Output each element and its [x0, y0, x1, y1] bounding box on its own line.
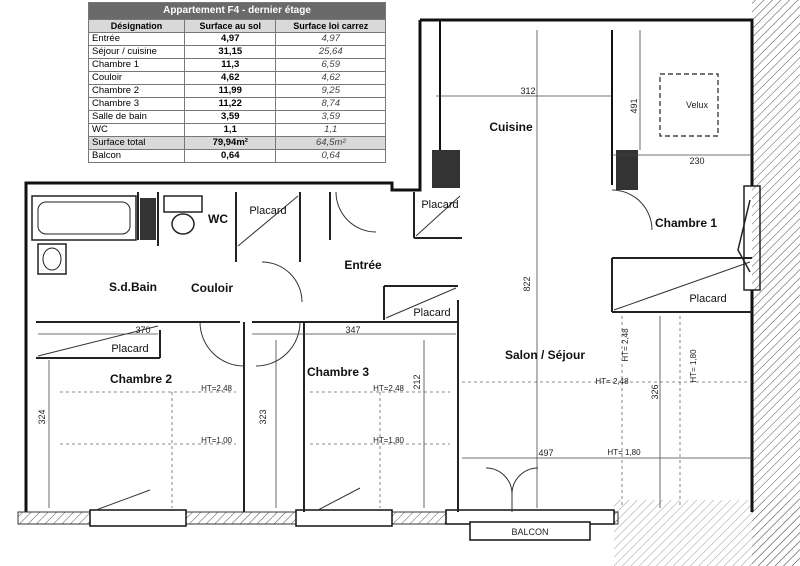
- row-surface-sol: 4,62: [184, 71, 277, 85]
- dim-323: 323: [258, 409, 268, 424]
- row-surface-carrez: 4,62: [275, 71, 386, 85]
- toilet: [163, 195, 203, 235]
- chimney-blocks: [140, 150, 638, 240]
- table-header: Surface au sol: [184, 19, 277, 33]
- height-lines: [60, 316, 752, 508]
- row-surface-sol: 1,1: [184, 123, 277, 137]
- dim-370: 370: [135, 325, 150, 335]
- table-header: Surface loi carrez: [275, 19, 386, 33]
- room-wc: WC: [208, 212, 228, 226]
- row-surface-carrez: 3,59: [275, 110, 386, 124]
- dim-312: 312: [520, 86, 535, 96]
- row-designation: Chambre 3: [87, 97, 186, 111]
- dim-324: 324: [37, 409, 47, 424]
- interior-walls: [36, 192, 752, 512]
- room-cuisine: Cuisine: [489, 120, 533, 134]
- balcon-label: BALCON: [511, 527, 548, 537]
- row-surface-sol: 11,3: [184, 58, 277, 72]
- room-entree: Entrée: [344, 258, 382, 272]
- row-surface-carrez: 0,64: [275, 149, 386, 163]
- row-designation: Couloir: [87, 71, 186, 85]
- bathtub: [31, 195, 137, 241]
- dim-230: 230: [689, 156, 704, 166]
- table-header: Désignation: [87, 19, 186, 33]
- row-surface-carrez: 4,97: [275, 32, 386, 46]
- dim-347: 347: [345, 325, 360, 335]
- dim-212: 212: [412, 374, 422, 389]
- placard-chambre-2: Placard: [111, 343, 148, 355]
- dim-491: 491: [629, 98, 639, 113]
- row-designation: Salle de bain: [87, 110, 186, 124]
- row-surface-sol: 79,94m²: [184, 136, 277, 150]
- placard-chambre-1: Placard: [689, 293, 726, 305]
- row-surface-carrez: 25,64: [275, 45, 386, 59]
- row-designation: WC: [87, 123, 186, 137]
- room-chambre-3: Chambre 3: [307, 365, 369, 379]
- room-chambre-1: Chambre 1: [655, 216, 717, 230]
- door-swings: [95, 189, 653, 512]
- sink: [37, 243, 67, 275]
- placard-cuisine: Placard: [421, 199, 458, 211]
- placard-diagonals: [37, 195, 751, 357]
- row-designation: Entrée: [87, 32, 186, 46]
- row-surface-sol: 11,99: [184, 84, 277, 98]
- ht-c3-180: HT=1,80: [373, 436, 404, 445]
- row-surface-carrez: 9,25: [275, 84, 386, 98]
- row-designation: Séjour / cuisine: [87, 45, 186, 59]
- placard-wc: Placard: [249, 205, 286, 217]
- row-surface-sol: 0,64: [184, 149, 277, 163]
- ht-chambre1-180: HT= 1,80: [689, 349, 698, 383]
- ht-c3-248: HT=2,48: [373, 384, 404, 393]
- velux-label: Velux: [686, 100, 709, 110]
- room-couloir: Couloir: [191, 281, 233, 295]
- row-designation: Chambre 1: [87, 58, 186, 72]
- row-designation: Chambre 2: [87, 84, 186, 98]
- room-chambre-2: Chambre 2: [110, 372, 172, 386]
- row-designation: Balcon: [87, 149, 186, 163]
- ht-salon-180: HT= 1,80: [607, 448, 641, 457]
- row-surface-sol: 11,22: [184, 97, 277, 111]
- ht-c2-248: HT=2,48: [201, 384, 232, 393]
- ht-salon-248: HT= 2,48: [595, 377, 629, 386]
- dim-822: 822: [522, 276, 532, 291]
- right-window: [737, 185, 761, 291]
- room-sdb: S.d.Bain: [109, 280, 157, 294]
- row-surface-carrez: 1,1: [275, 123, 386, 137]
- placard-entree: Placard: [413, 307, 450, 319]
- row-surface-sol: 4,97: [184, 32, 277, 46]
- bottom-facade: [17, 509, 619, 541]
- velux-window: [659, 73, 719, 137]
- ht-c2-100: HT=1,00: [201, 436, 232, 445]
- dimension-lines: [38, 30, 752, 508]
- ht-chambre1-248: HT= 2,48: [621, 328, 630, 362]
- row-surface-sol: 3,59: [184, 110, 277, 124]
- row-surface-sol: 31,15: [184, 45, 277, 59]
- area-table: Appartement F4 - dernier étage Désignati…: [87, 2, 386, 163]
- row-surface-carrez: 64,5m²: [275, 136, 386, 150]
- dim-497: 497: [538, 448, 553, 458]
- dim-326: 326: [650, 384, 660, 399]
- roof-tiles: [614, 0, 800, 566]
- row-designation: Surface total: [87, 136, 186, 150]
- row-surface-carrez: 8,74: [275, 97, 386, 111]
- room-salon: Salon / Séjour: [505, 348, 585, 362]
- table-title: Appartement F4 - dernier étage: [88, 2, 386, 20]
- row-surface-carrez: 6,59: [275, 58, 386, 72]
